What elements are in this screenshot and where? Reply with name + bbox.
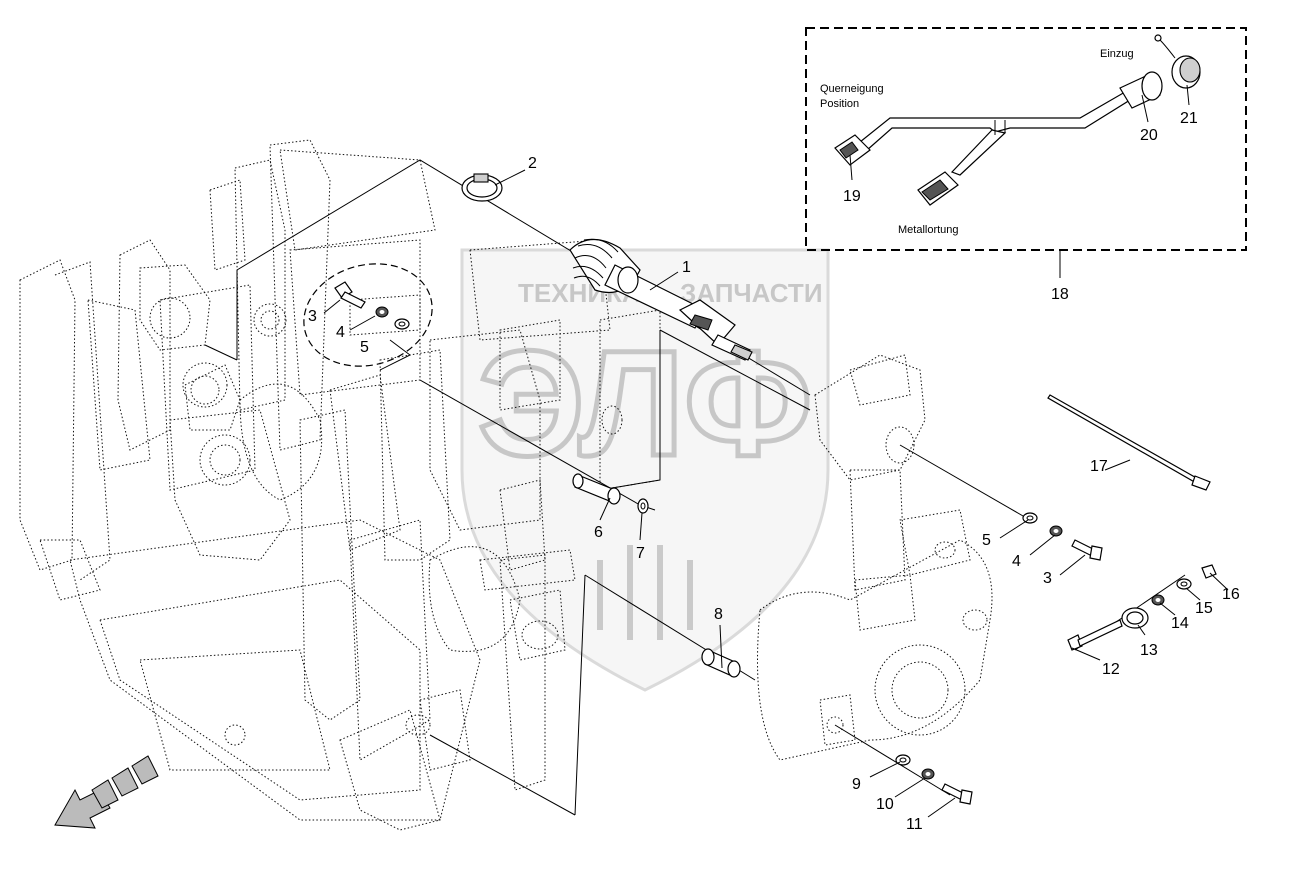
callout-21: 21 (1180, 110, 1198, 127)
callout-4-upper: 4 (336, 324, 345, 341)
label-metallortung: Metallortung (898, 224, 959, 236)
callout-5-lower: 5 (982, 532, 991, 549)
wiring-harness-part (834, 34, 1201, 206)
callout-13: 13 (1140, 642, 1158, 659)
lower-fasteners (895, 754, 973, 805)
sleeve-8-part (701, 648, 741, 678)
callout-14: 14 (1171, 615, 1189, 632)
watermark: ТЕХНИКА ЗАПЧАСТИ ЭЛФ (460, 248, 830, 692)
callout-7: 7 (636, 545, 645, 562)
callout-11: 11 (906, 816, 923, 833)
callout-3-lower: 3 (1043, 570, 1052, 587)
callout-10: 10 (876, 796, 894, 813)
callout-18: 18 (1051, 286, 1069, 303)
label-position: Position (820, 98, 859, 110)
label-einzug: Einzug (1100, 48, 1134, 60)
callout-6: 6 (594, 524, 603, 541)
callout-12: 12 (1102, 661, 1120, 678)
washer-7-part (637, 498, 649, 514)
clamp-fasteners (1067, 564, 1217, 651)
right-fasteners (1022, 512, 1103, 561)
gearbox-assembly (757, 354, 993, 761)
callout-5-upper: 5 (360, 339, 369, 356)
machine-frame (19, 139, 661, 831)
upper-fasteners (334, 281, 410, 330)
callout-4-lower: 4 (1012, 553, 1021, 570)
callout-16: 16 (1222, 586, 1240, 603)
callout-20: 20 (1140, 127, 1158, 144)
wheat-icon (597, 545, 693, 640)
watermark-letters: ЭЛФ (478, 319, 812, 487)
callout-15: 15 (1195, 600, 1213, 617)
wiring-harness-inset (805, 27, 1247, 251)
callout-2: 2 (528, 155, 537, 172)
label-querneigung: Querneigung (820, 83, 884, 95)
direction-arrow-icon (54, 755, 159, 829)
callout-9: 9 (852, 776, 861, 793)
callout-3-upper: 3 (308, 308, 317, 325)
callout-1: 1 (682, 259, 691, 276)
callout-19: 19 (843, 188, 861, 205)
hose-clamp-part (461, 173, 503, 202)
drive-shaft-part (569, 238, 753, 361)
callout-17: 17 (1090, 458, 1108, 475)
callout-8: 8 (714, 606, 723, 623)
fastener-group-outline (303, 263, 433, 367)
callout-leaders (323, 84, 1229, 818)
cable-tie-part (1047, 394, 1211, 491)
spacer-sleeve-part (572, 473, 621, 505)
